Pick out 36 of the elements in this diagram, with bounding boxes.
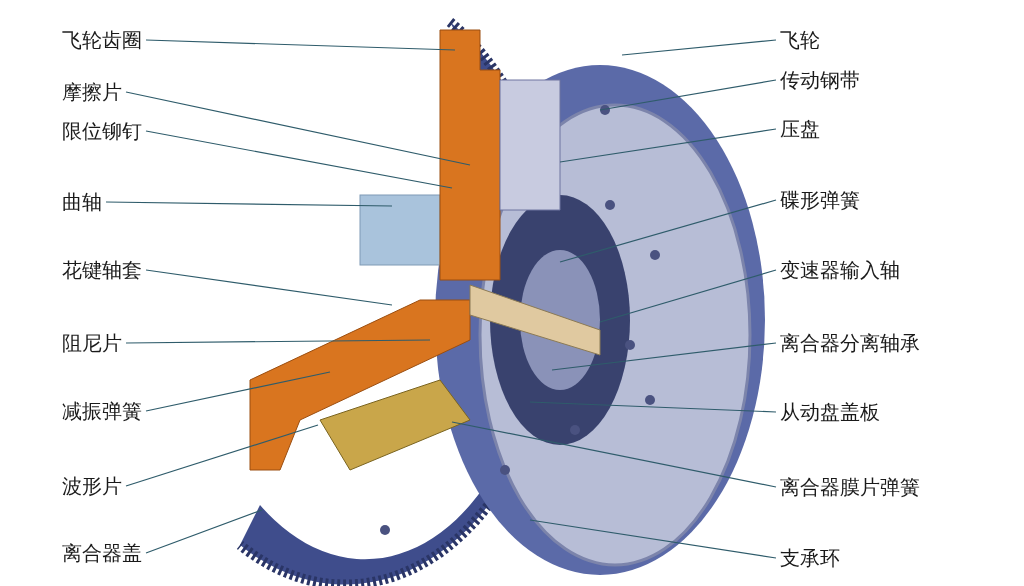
leader-line	[551, 342, 777, 371]
leader-line	[529, 519, 777, 559]
leader-line	[599, 269, 777, 323]
leader-line	[145, 39, 456, 51]
leader-line	[125, 91, 471, 166]
leader-line	[125, 424, 319, 487]
part-label: 压盘	[780, 117, 820, 141]
part-label: 离合器盖	[62, 541, 142, 565]
leader-line	[559, 199, 777, 263]
leader-line	[145, 269, 393, 306]
part-label: 离合器分离轴承	[780, 331, 920, 355]
leader-line	[451, 421, 777, 488]
leader-line	[145, 371, 331, 412]
part-label: 从动盘盖板	[780, 400, 880, 424]
leader-line	[599, 79, 777, 111]
part-label: 变速器输入轴	[780, 258, 900, 282]
leader-line	[105, 201, 393, 207]
part-label: 飞轮齿圈	[62, 28, 142, 52]
part-label: 阻尼片	[62, 331, 122, 355]
part-label: 波形片	[62, 474, 122, 498]
part-label: 碟形弹簧	[780, 188, 860, 212]
leader-line	[125, 339, 431, 344]
part-label: 减振弹簧	[62, 399, 142, 423]
leader-line	[621, 39, 777, 56]
leader-line	[559, 128, 777, 163]
part-label: 摩擦片	[62, 80, 122, 104]
part-label: 支承环	[780, 546, 840, 570]
part-label: 曲轴	[62, 190, 102, 214]
part-label: 花键轴套	[62, 258, 142, 282]
leader-line	[145, 509, 263, 554]
part-label: 传动钢带	[780, 68, 860, 92]
leader-line	[529, 401, 777, 413]
part-label: 离合器膜片弹簧	[780, 475, 920, 499]
part-label: 限位铆钉	[62, 119, 142, 143]
leader-line	[145, 130, 453, 189]
part-label: 飞轮	[780, 28, 820, 52]
